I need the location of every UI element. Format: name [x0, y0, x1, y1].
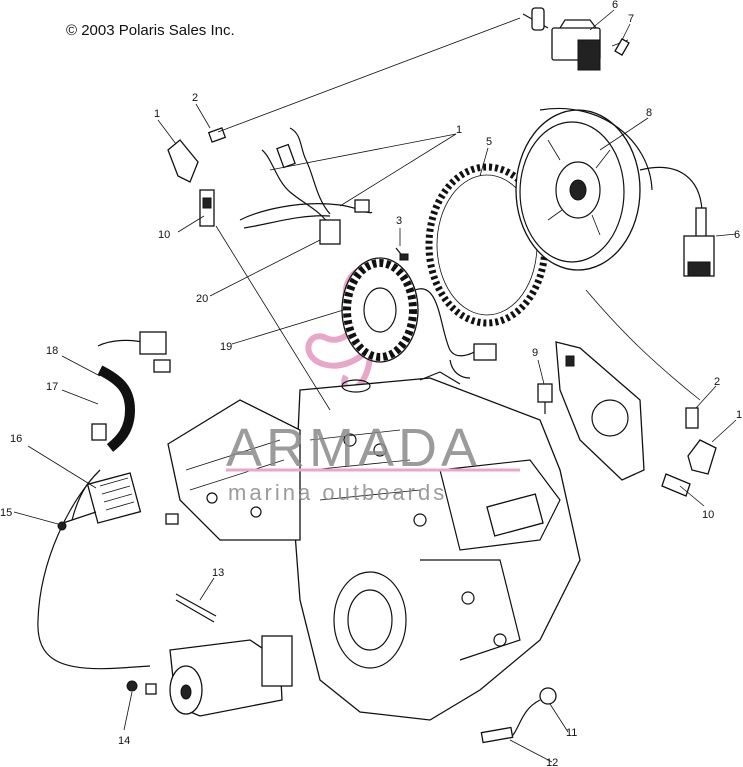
copyright-text: © 2003 Polaris Sales Inc.: [66, 22, 235, 39]
spark-plug-cap-right: [661, 407, 717, 497]
callout-12: 12: [546, 757, 558, 767]
watermark: ARMADA marina outboards: [226, 418, 520, 505]
callout-6-sensor: 6: [734, 229, 740, 241]
pickup-sensor: [639, 166, 715, 277]
engine-block: [293, 371, 581, 721]
callout-16-regulator: 16: [10, 433, 22, 445]
ignition-coil: [522, 7, 629, 71]
callout-8-flywheel: 8: [646, 107, 652, 119]
flywheel: [515, 108, 653, 271]
callout-3-bolt: 3: [396, 215, 402, 227]
bolts: [395, 38, 630, 414]
harness-routing-line: [215, 17, 701, 411]
stator: [341, 257, 497, 379]
watermark-title: ARMADA: [226, 418, 481, 478]
callout-15: 15: [0, 507, 12, 519]
leader-lines: [13, 9, 737, 763]
callout-10-plug: 10: [158, 229, 170, 241]
callout-2-boot-right: 2: [714, 376, 720, 388]
callout-5-ring-gear: 5: [486, 136, 492, 148]
spark-plug-cap-left: [167, 127, 227, 227]
callout-6-coil: 6: [612, 0, 618, 11]
starter-motor: [126, 593, 293, 717]
callout-2-boot: 2: [192, 92, 198, 104]
callout-18-harness: 18: [46, 345, 58, 357]
callout-1-harness: 1: [456, 124, 462, 136]
callout-9: 9: [532, 347, 538, 359]
callout-11-sensor: 11: [566, 727, 577, 739]
callout-14-nut: 14: [118, 735, 130, 747]
callout-7-screw: 7: [628, 13, 634, 25]
watermark-subtitle: marina outboards: [228, 480, 447, 505]
callout-10-plug-right: 10: [702, 509, 714, 521]
main-wiring-harness: [37, 331, 171, 670]
callout-19-stator: 19: [220, 341, 232, 353]
wire-harness: [239, 127, 373, 245]
callout-1-cap-right: 1: [736, 409, 742, 421]
mounting-bracket: [555, 341, 645, 481]
voltage-regulator: [57, 472, 142, 531]
speed-sensor: [480, 687, 557, 744]
callout-20: 20: [196, 293, 208, 305]
callout-17: 17: [46, 381, 58, 393]
callout-1-cap: 1: [154, 108, 160, 120]
callout-13-bolt: 13: [212, 567, 224, 579]
